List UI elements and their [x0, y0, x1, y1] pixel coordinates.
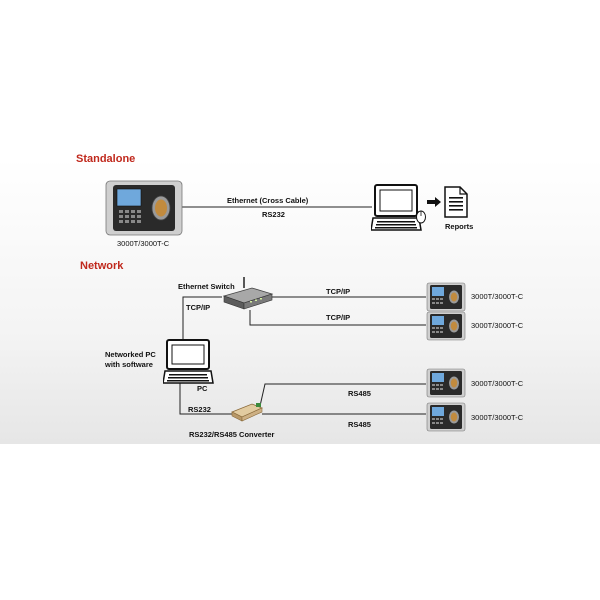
standalone-link-label-rs232: RS232	[262, 210, 285, 219]
network-terminal-device-1	[426, 282, 466, 312]
report-document-icon	[444, 186, 468, 218]
tcpip-label-1: TCP/IP	[326, 287, 351, 296]
switch-to-device-2-line	[249, 310, 426, 326]
ethernet-switch-label: Ethernet Switch	[178, 282, 235, 291]
rs485-label-1: RS485	[348, 389, 371, 398]
network-terminal-device-3	[426, 368, 466, 398]
standalone-device-label: 3000T/3000T-C	[117, 239, 170, 248]
rs232-rs485-converter-icon	[231, 403, 264, 422]
standalone-terminal-device	[105, 180, 183, 236]
network-device-label-1: 3000T/3000T-C	[471, 292, 524, 301]
networked-pc-icon	[163, 339, 214, 384]
rs485-label-2: RS485	[348, 420, 371, 429]
reports-label: Reports	[445, 222, 474, 231]
network-device-label-3: 3000T/3000T-C	[471, 379, 524, 388]
ethernet-switch-icon	[222, 277, 274, 310]
diagram-background	[0, 158, 600, 444]
rs232-label: RS232	[188, 405, 211, 414]
pc-to-converter-line	[179, 383, 232, 415]
tcpip-label-2: TCP/IP	[326, 313, 351, 322]
standalone-pc-icon	[371, 184, 422, 231]
standalone-link-label-ethernet: Ethernet (Cross Cable)	[227, 196, 309, 205]
mouse-icon	[416, 210, 426, 224]
converter-to-device-3-line	[259, 383, 426, 407]
network-device-label-2: 3000T/3000T-C	[471, 321, 524, 330]
pc-label: PC	[197, 384, 208, 393]
pc-to-switch-line	[182, 296, 222, 341]
pc-uplink-tcpip-label: TCP/IP	[186, 303, 211, 312]
network-device-label-4: 3000T/3000T-C	[471, 413, 524, 422]
network-terminal-device-2	[426, 311, 466, 341]
arrow-right-icon	[427, 197, 441, 207]
standalone-heading: Standalone	[76, 153, 136, 165]
networked-pc-caption-line-1: Networked PC	[105, 350, 156, 359]
networked-pc-caption-line-2: with software	[105, 360, 153, 369]
converter-label: RS232/RS485 Converter	[189, 430, 275, 439]
network-heading: Network	[80, 260, 124, 272]
network-terminal-device-4	[426, 402, 466, 432]
